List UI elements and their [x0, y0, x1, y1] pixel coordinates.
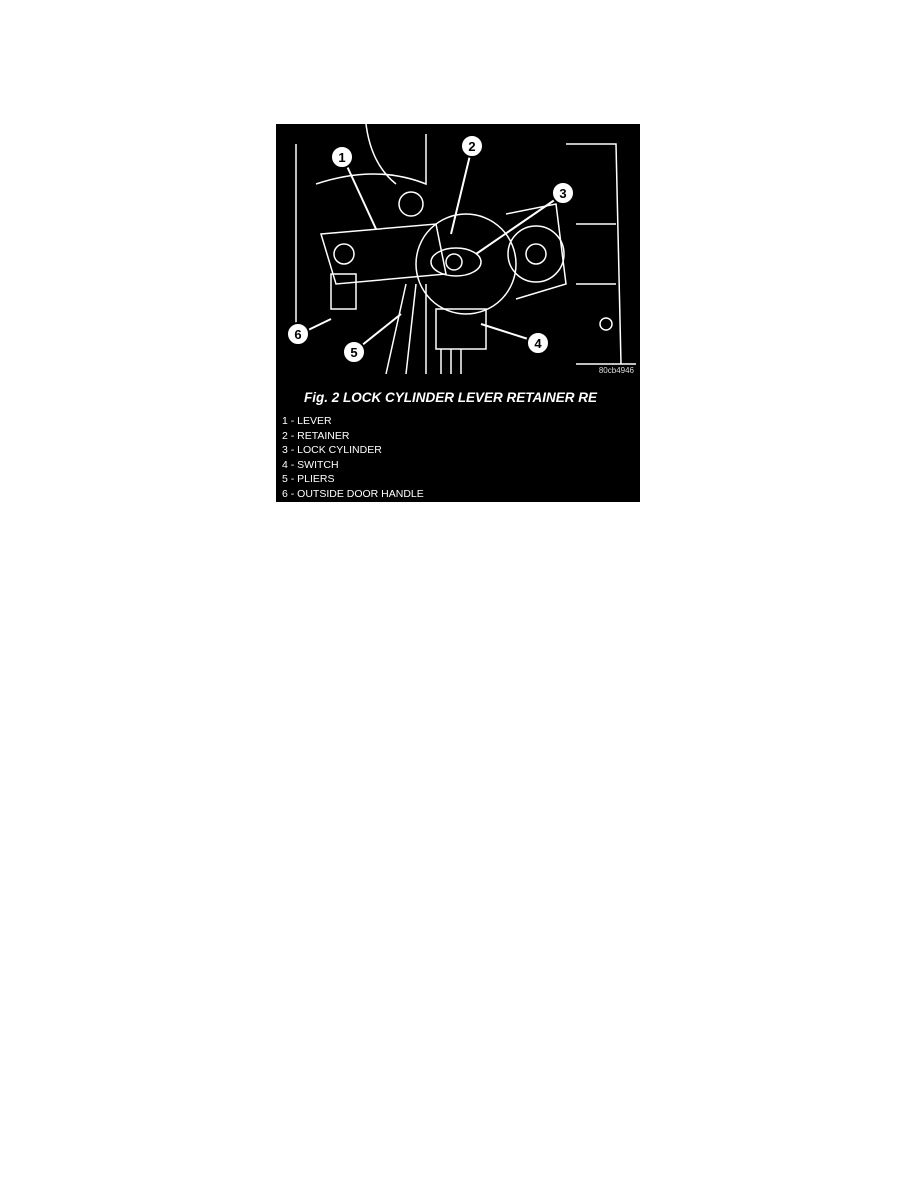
lock-cylinder-figure: 1 2 3 4 5 6 80cb4946 Fig. 2 LOCK CYLINDE…	[276, 124, 640, 502]
callout-6: 6	[294, 327, 301, 342]
image-code: 80cb4946	[598, 366, 634, 375]
lock-cylinder-illustration: 1 2 3 4 5 6	[286, 124, 636, 374]
callout-2: 2	[468, 139, 475, 154]
callout-3: 3	[559, 186, 566, 201]
legend-item: 6 - OUTSIDE DOOR HANDLE	[282, 487, 424, 500]
callout-1: 1	[338, 150, 345, 165]
callout-4: 4	[534, 336, 542, 351]
figure-legend: 1 - LEVER 2 - RETAINER 3 - LOCK CYLINDER…	[282, 414, 424, 502]
legend-item: 1 - LEVER	[282, 415, 332, 427]
legend-item: 4 - SWITCH	[282, 458, 339, 471]
legend-item: 3 - LOCK CYLINDER	[282, 444, 382, 457]
legend-item: 2 - RETAINER	[282, 429, 350, 442]
callout-5: 5	[350, 345, 357, 360]
figure-caption: Fig. 2 LOCK CYLINDER LEVER RETAINER RE	[304, 390, 598, 405]
legend-item: 5 - PLIERS	[282, 473, 335, 486]
